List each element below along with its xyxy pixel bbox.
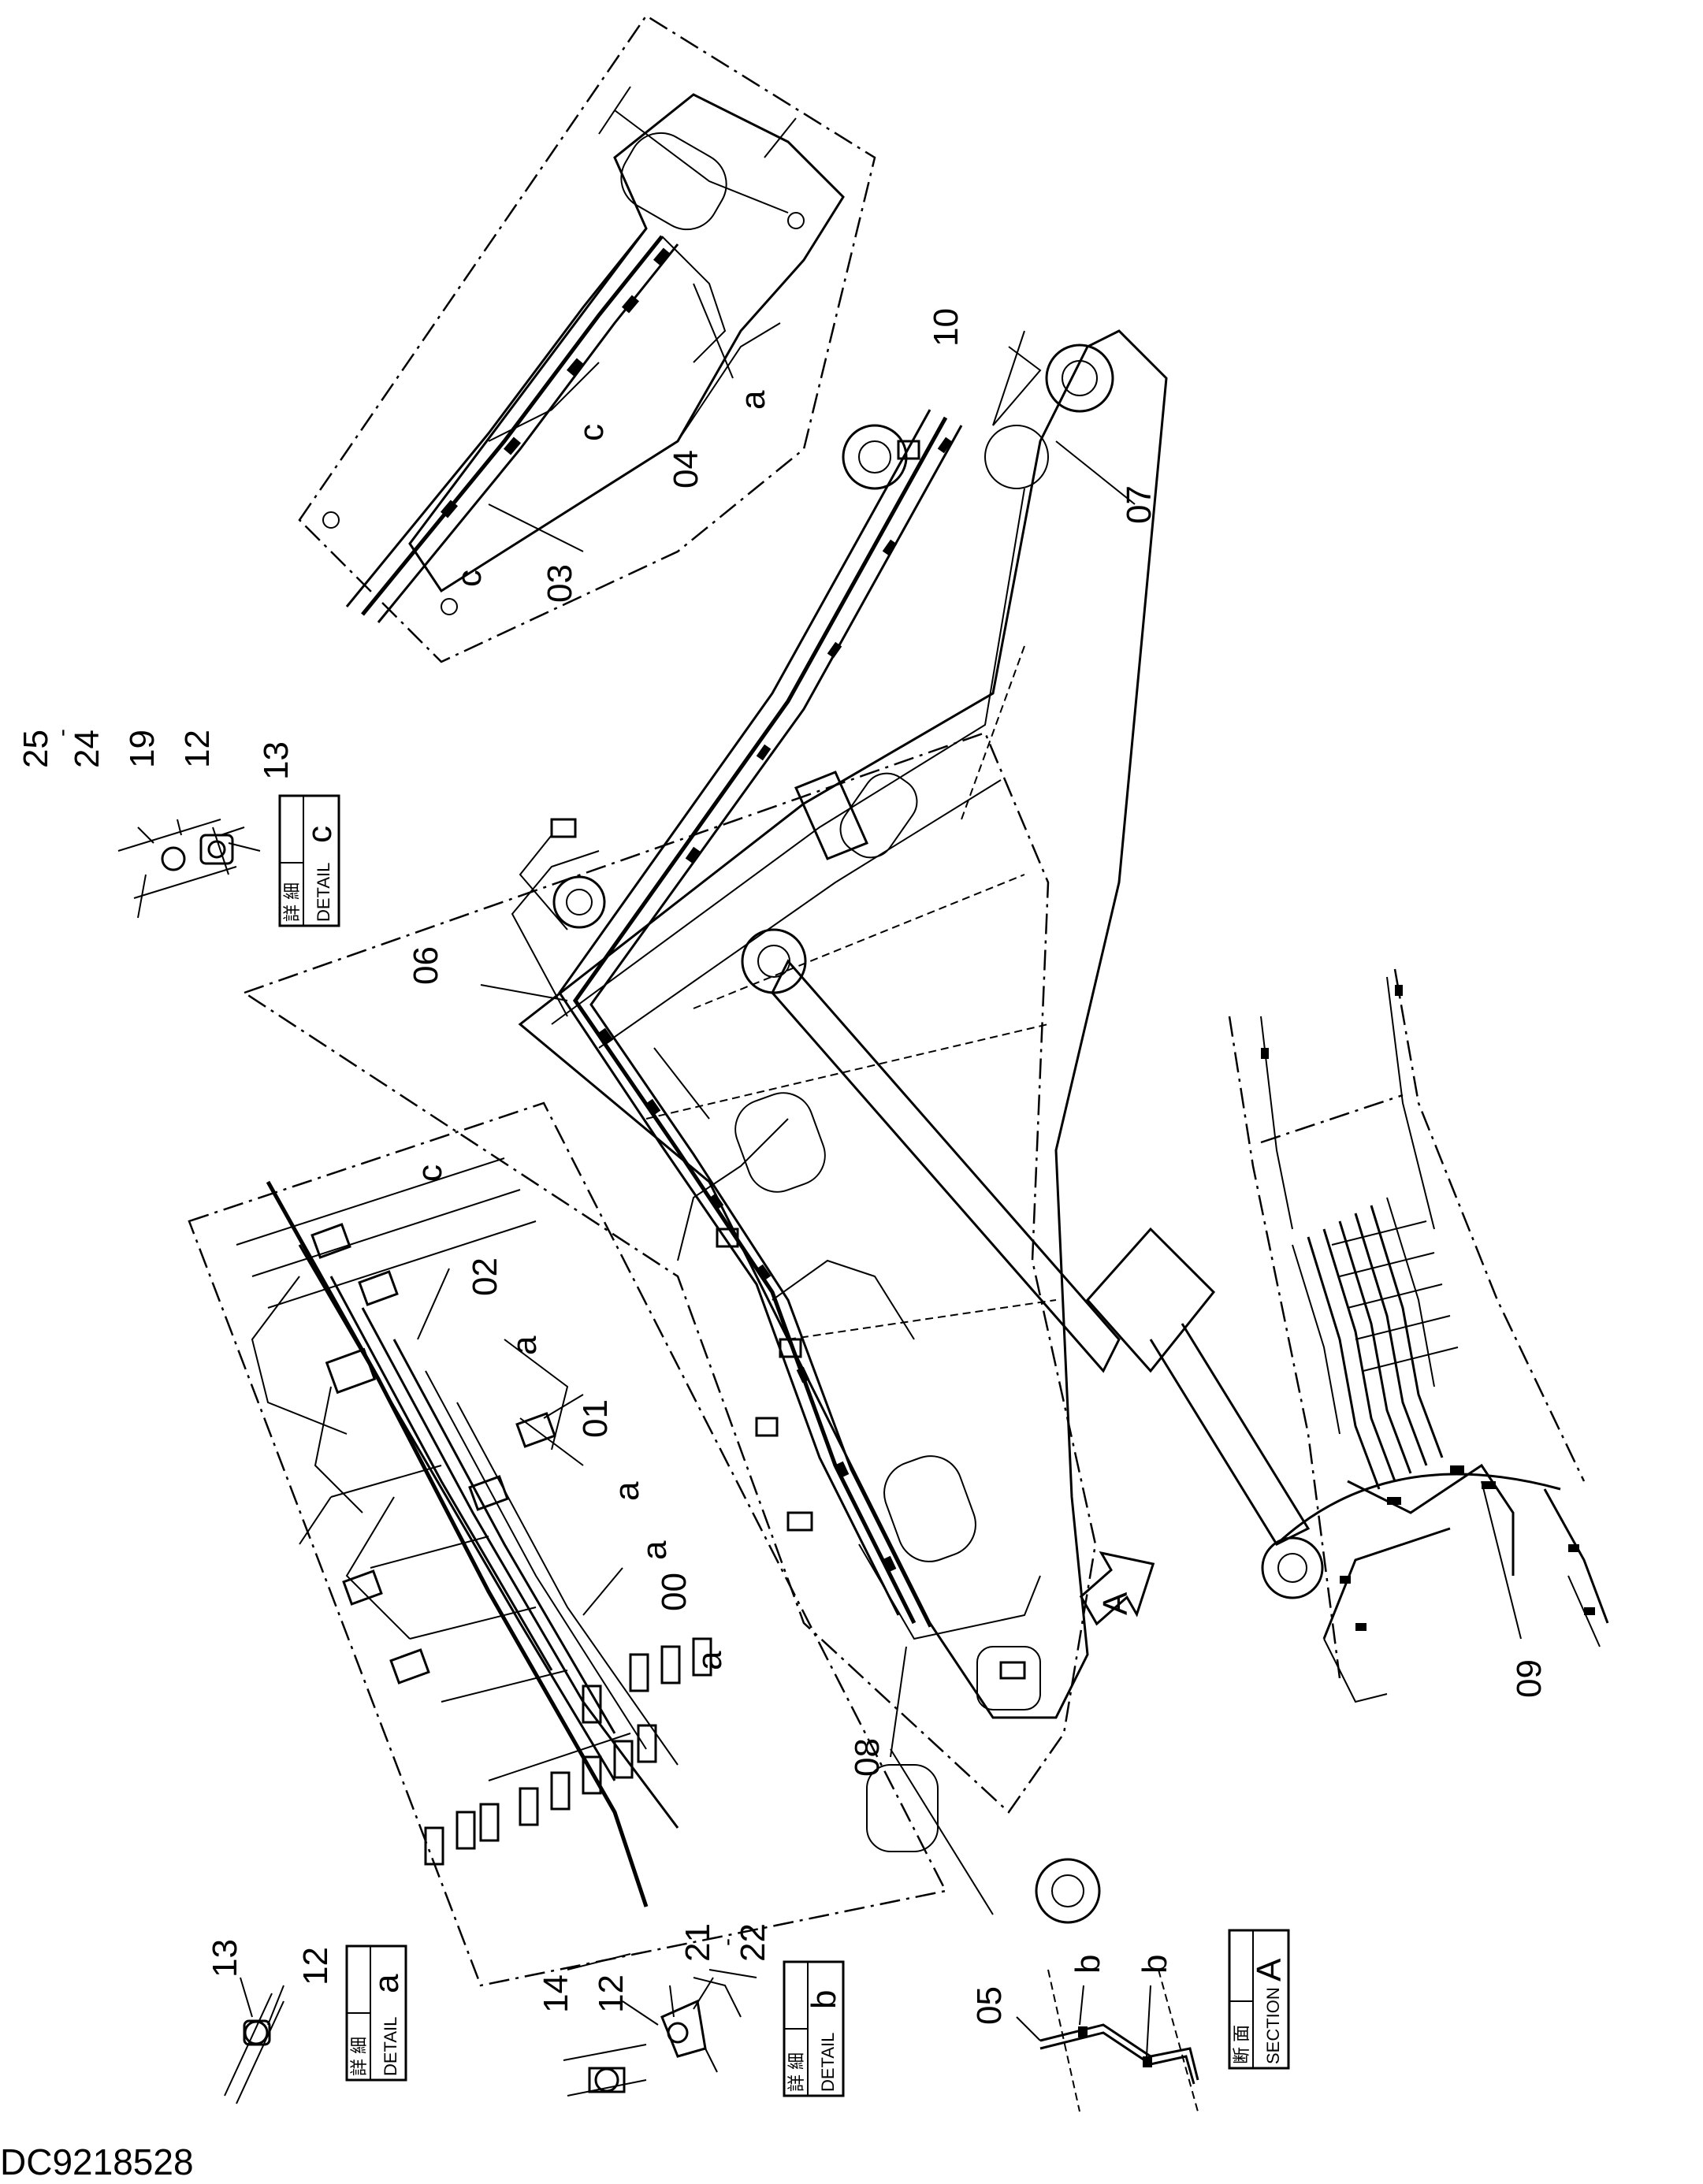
section-a-jp: 断 面 xyxy=(1232,2025,1251,2064)
callout-a: a xyxy=(505,1335,544,1355)
label-07: 07 xyxy=(1120,485,1158,524)
section-a-view: 05 b b xyxy=(970,1955,1199,2112)
detail-b-jp: 詳 細 xyxy=(786,2052,806,2092)
callout-a: a xyxy=(608,1481,646,1501)
label-21: 21 xyxy=(679,1923,717,1962)
detail-b-en: DETAIL xyxy=(818,2033,838,2092)
label-02: 02 xyxy=(466,1257,504,1296)
hose-bundle-detail xyxy=(1228,968,1609,1703)
callout-a: a xyxy=(690,1651,729,1670)
detail-a-en: DETAIL xyxy=(381,2017,400,2076)
detail-a-box: 詳 細 DETAIL a xyxy=(345,1944,407,2082)
detail-a-view: 13 12 xyxy=(206,1939,335,2104)
label-10: 10 xyxy=(927,308,965,347)
detail-c-en: DETAIL xyxy=(314,863,333,922)
callout-c: c xyxy=(450,570,489,587)
label-04: 04 xyxy=(667,450,705,488)
label-12: 12 xyxy=(178,730,217,768)
part-callouts: 10 07 04 03 06 02 01 00 08 09 a c c c a … xyxy=(407,308,1549,1777)
detail-c-box: 詳 細 DETAIL c xyxy=(278,794,340,927)
callout-section-a: A xyxy=(1096,1592,1135,1615)
label-22: 22 xyxy=(734,1923,772,1962)
label-03: 03 xyxy=(541,564,579,603)
callout-a: a xyxy=(734,390,772,410)
detail-b-box: 詳 細 DETAIL b xyxy=(783,1960,845,2097)
label-14: 14 xyxy=(537,1974,575,2013)
hose-bank-detail xyxy=(188,1101,947,1987)
callout-c: c xyxy=(411,1164,449,1182)
detail-b-view: 14 12 21 - 22 xyxy=(537,1923,772,2097)
section-a-letter: A xyxy=(1250,1958,1288,1982)
leader-lines xyxy=(417,283,1522,1915)
boom-piping xyxy=(511,346,1042,1680)
callout-b: b xyxy=(1069,1955,1107,1974)
label-19: 19 xyxy=(123,730,162,768)
label-24: 24 xyxy=(68,730,106,768)
label-01: 01 xyxy=(576,1399,615,1438)
label-13: 13 xyxy=(206,1939,244,1978)
detail-a-jp: 詳 細 xyxy=(349,2037,369,2076)
label-05: 05 xyxy=(970,1986,1009,2025)
callout-a: a xyxy=(635,1540,674,1560)
label-09: 09 xyxy=(1510,1659,1549,1698)
section-a-en: SECTION xyxy=(1263,1987,1283,2064)
upper-arm-detail xyxy=(298,14,876,663)
detail-c-view: 25 - 24 19 12 13 xyxy=(17,729,296,919)
range-separator: - xyxy=(49,729,75,737)
detail-a-letter: a xyxy=(367,1974,406,1993)
label-12: 12 xyxy=(592,1974,630,2013)
label-08: 08 xyxy=(848,1738,887,1777)
detail-c-jp: 詳 細 xyxy=(282,882,302,922)
label-25: 25 xyxy=(17,730,55,768)
label-12: 12 xyxy=(296,1947,335,1985)
label-13: 13 xyxy=(257,741,296,780)
section-a-arrow xyxy=(1079,1551,1155,1626)
callout-b: b xyxy=(1136,1955,1174,1974)
boom-outline xyxy=(242,329,1324,1924)
detail-b-letter: b xyxy=(805,1990,843,2009)
section-a-box: 断 面 SECTION A xyxy=(1228,1929,1290,2070)
range-separator: - xyxy=(714,1938,740,1946)
callout-c: c xyxy=(572,424,611,441)
label-00: 00 xyxy=(655,1573,693,1611)
label-06: 06 xyxy=(407,946,445,985)
detail-c-letter: c xyxy=(300,826,339,843)
drawing-code: DC9218528 xyxy=(0,2141,194,2182)
